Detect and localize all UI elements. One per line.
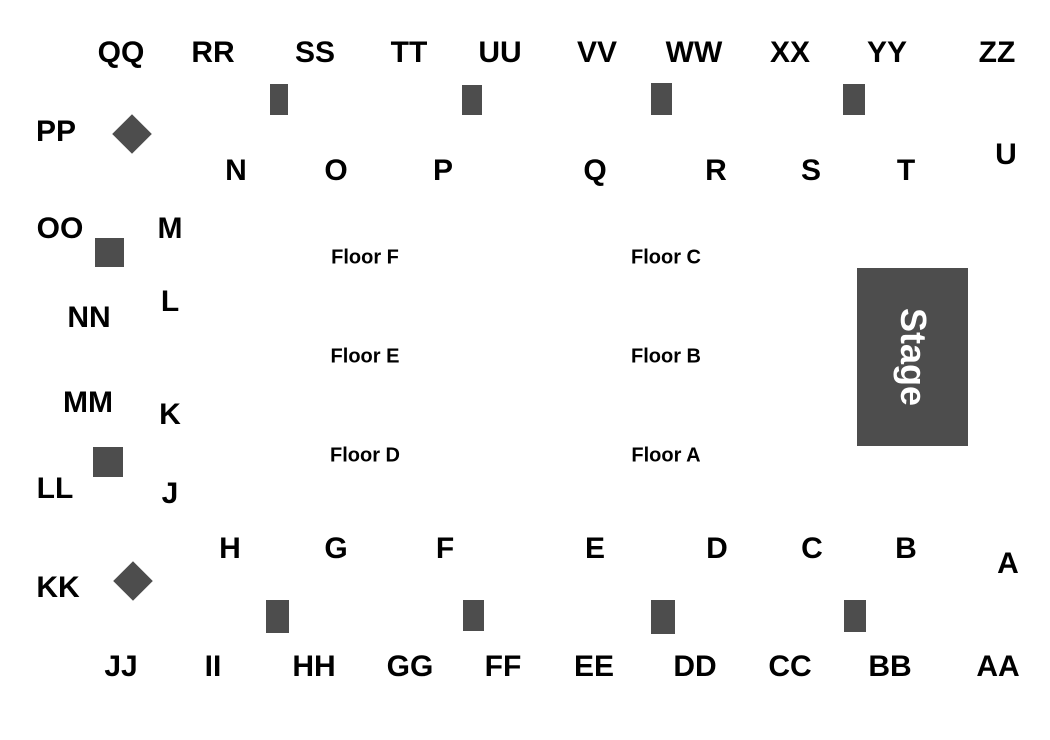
section-c[interactable]: C (801, 532, 823, 565)
section-oo[interactable]: OO (36, 212, 84, 245)
top-block (651, 83, 672, 115)
section-ss[interactable]: SS (294, 36, 336, 69)
section-ll[interactable]: LL (36, 472, 74, 505)
left-block (95, 238, 124, 267)
bottom-block (844, 600, 866, 632)
section-o[interactable]: O (324, 154, 348, 187)
floor-b[interactable]: Floor B (631, 345, 701, 368)
section-yy[interactable]: YY (866, 36, 908, 69)
section-ee[interactable]: EE (573, 650, 615, 683)
section-ff[interactable]: FF (484, 650, 522, 683)
bottom-block (651, 600, 675, 634)
section-rr[interactable]: RR (191, 36, 235, 69)
section-p[interactable]: P (432, 154, 454, 187)
section-n[interactable]: N (225, 154, 247, 187)
section-aa[interactable]: AA (976, 650, 1020, 683)
section-ii[interactable]: II (204, 650, 222, 683)
left-block (93, 447, 123, 477)
section-b[interactable]: B (895, 532, 917, 565)
section-gg[interactable]: GG (386, 650, 434, 683)
section-qq[interactable]: QQ (97, 36, 145, 69)
section-mm[interactable]: MM (63, 386, 113, 419)
section-uu[interactable]: UU (478, 36, 522, 69)
floor-f[interactable]: Floor F (331, 246, 399, 269)
section-k[interactable]: K (159, 398, 181, 431)
top-block (462, 85, 482, 115)
section-kk[interactable]: KK (36, 571, 80, 604)
section-hh[interactable]: HH (292, 650, 336, 683)
section-f[interactable]: F (435, 532, 455, 565)
section-h[interactable]: H (219, 532, 241, 565)
floor-e[interactable]: Floor E (330, 345, 400, 368)
section-nn[interactable]: NN (67, 301, 111, 334)
section-t[interactable]: T (896, 154, 916, 187)
section-r[interactable]: R (705, 154, 727, 187)
corner-diamond (113, 561, 153, 601)
bottom-block (266, 600, 289, 633)
section-zz[interactable]: ZZ (978, 36, 1016, 69)
floor-a[interactable]: Floor A (631, 444, 701, 467)
section-g[interactable]: G (324, 532, 348, 565)
section-u[interactable]: U (995, 138, 1017, 171)
section-m[interactable]: M (157, 212, 183, 245)
top-block (843, 84, 865, 115)
section-e[interactable]: E (584, 532, 606, 565)
section-q[interactable]: Q (583, 154, 607, 187)
corner-diamond (112, 114, 152, 154)
stage-label: Stage (892, 307, 934, 407)
stage: Stage (857, 268, 968, 446)
section-jj[interactable]: JJ (104, 650, 138, 683)
bottom-block (463, 600, 484, 631)
floor-c[interactable]: Floor C (631, 246, 701, 269)
section-d[interactable]: D (706, 532, 728, 565)
section-dd[interactable]: DD (673, 650, 717, 683)
section-cc[interactable]: CC (768, 650, 812, 683)
section-ww[interactable]: WW (665, 36, 723, 69)
section-tt[interactable]: TT (390, 36, 428, 69)
section-xx[interactable]: XX (769, 36, 811, 69)
section-vv[interactable]: VV (576, 36, 618, 69)
section-l[interactable]: L (160, 285, 180, 318)
section-j[interactable]: J (161, 477, 179, 510)
section-s[interactable]: S (800, 154, 822, 187)
section-a[interactable]: A (997, 547, 1019, 580)
section-pp[interactable]: PP (35, 115, 77, 148)
top-block (270, 84, 288, 115)
section-bb[interactable]: BB (868, 650, 912, 683)
floor-d[interactable]: Floor D (330, 444, 400, 467)
